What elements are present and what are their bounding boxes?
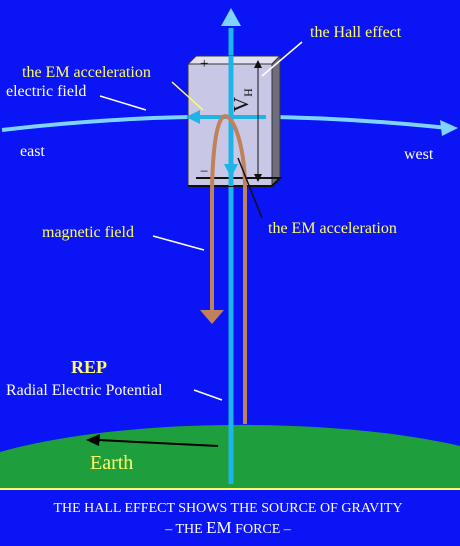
label-magnetic-field: magnetic field	[42, 224, 134, 241]
west-arrowhead	[440, 120, 458, 136]
label-hall-effect: the Hall effect	[310, 24, 402, 41]
rep-up-arrowhead	[221, 8, 241, 26]
em-acceleration-down-arrowhead	[224, 164, 238, 178]
plate-plus: +	[200, 56, 208, 72]
voltage-sub: H	[241, 88, 255, 97]
magnetic-field-curve	[210, 114, 247, 424]
footer-line-2-prefix: – THE	[164, 522, 206, 537]
label-em-acceleration-bottom: the EM acceleration	[268, 220, 397, 237]
label-west: west	[404, 146, 434, 163]
earth-rotation-arrowhead	[86, 434, 100, 446]
label-electric-field: electric field	[6, 83, 86, 100]
label-rep-full: Radial Electric Potential	[6, 382, 163, 399]
voltage-label: VH	[229, 88, 255, 112]
voltage-main: V	[229, 97, 253, 112]
leader-em-acceleration-bottom	[237, 157, 263, 219]
footer-line-2-suffix: FORCE –	[232, 522, 292, 537]
leader-electric-field	[99, 95, 147, 111]
leader-magnetic-field	[152, 235, 205, 251]
plate-minus: −	[200, 164, 208, 180]
electric-field-left-arrowhead	[186, 110, 200, 124]
leader-rep	[193, 389, 223, 401]
earth-rotation-arrow	[97, 439, 219, 447]
label-em-acceleration-top: the EM acceleration	[22, 64, 151, 81]
footer-line-2: – THE EM FORCE –	[164, 518, 292, 537]
label-rep: REP	[71, 357, 107, 377]
magnetic-field-arrowhead	[200, 310, 224, 324]
leader-em-acceleration-top	[171, 81, 204, 111]
leader-hall-effect	[261, 41, 303, 77]
label-east: east	[20, 143, 45, 160]
footer-line-1: THE HALL EFFECT SHOWS THE SOURCE OF GRAV…	[53, 501, 402, 516]
footer-line-2-em: EM	[206, 518, 232, 537]
label-earth: Earth	[90, 452, 133, 474]
